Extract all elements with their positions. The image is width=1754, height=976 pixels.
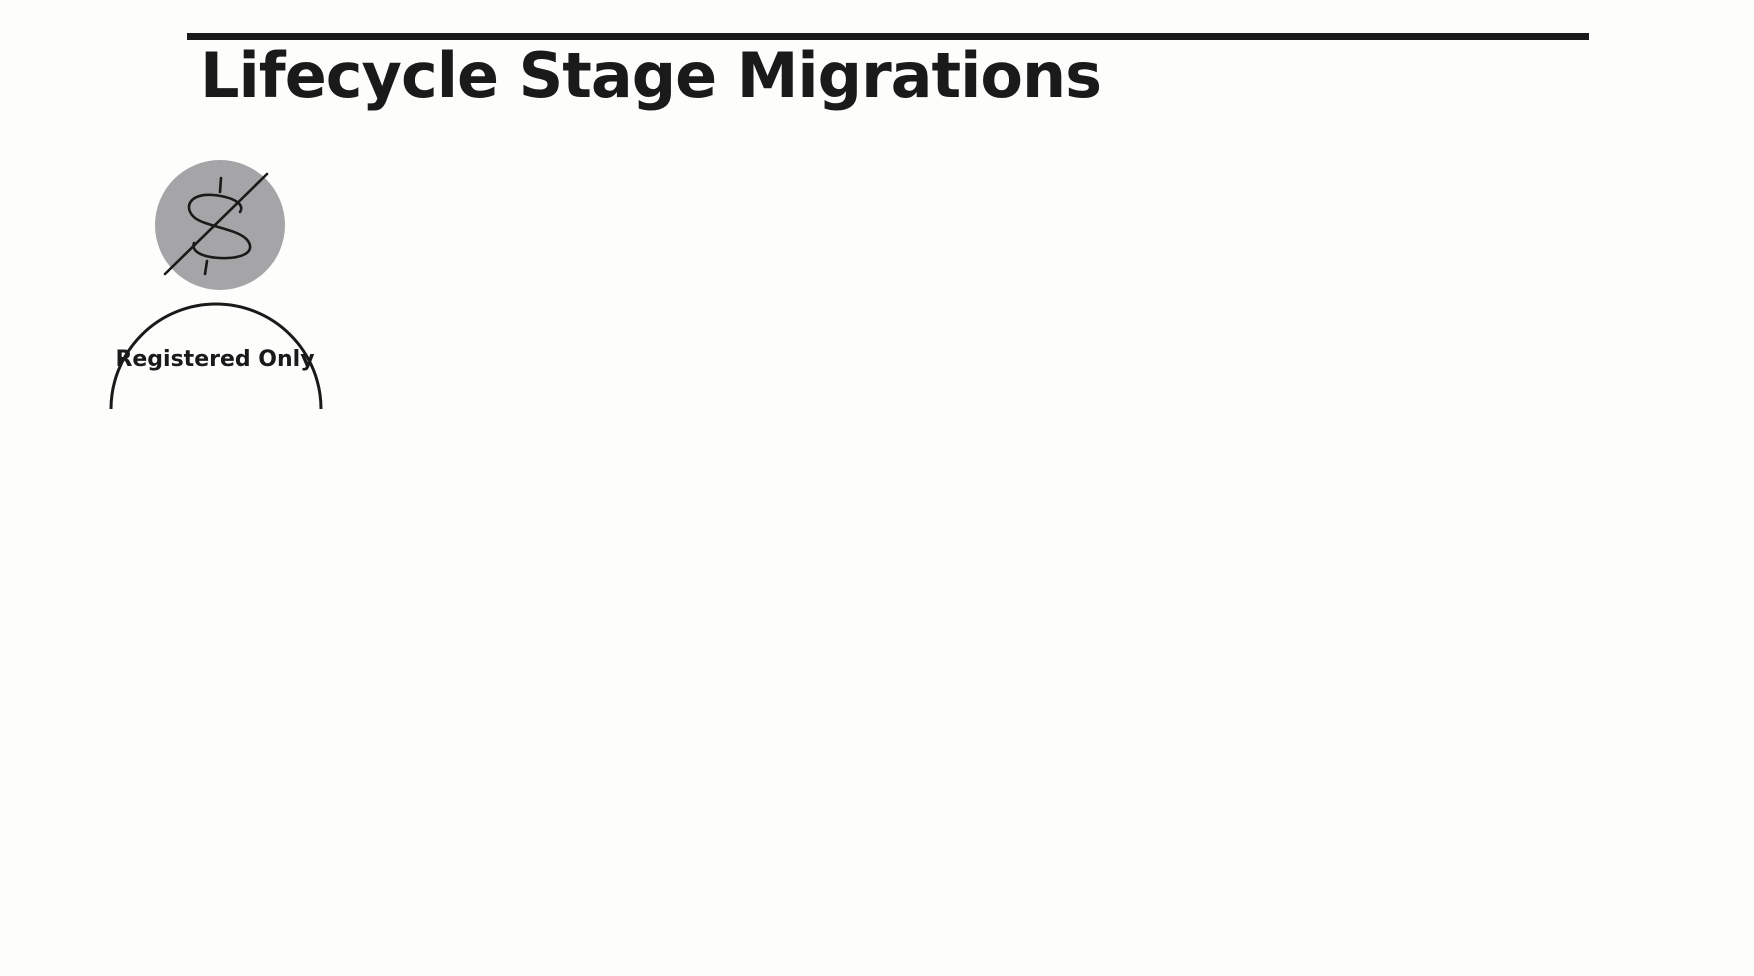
strike-line [163,172,269,276]
stage-node [109,160,323,410]
dollar-s-curve [187,193,252,260]
page-title: Lifecycle Stage Migrations [200,39,1102,112]
stage-arc [109,302,323,410]
dollar-bottom-bar [203,259,209,276]
stage-label: Registered Only [115,347,315,372]
title-rule [187,33,1589,40]
no-dollar-icon [155,160,285,290]
dollar-top-bar [218,176,223,194]
stage-registered-only: Registered Only [105,155,325,415]
